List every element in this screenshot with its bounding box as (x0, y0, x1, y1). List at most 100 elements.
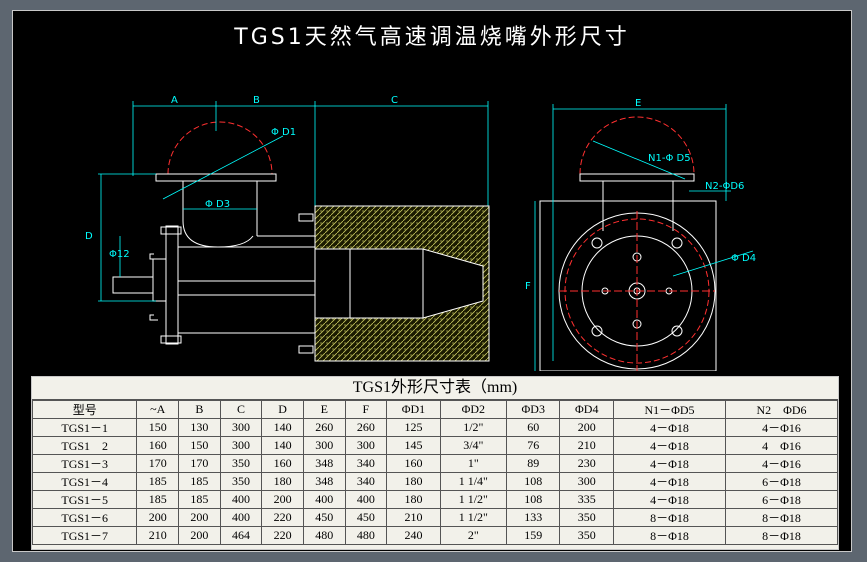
table-cell: 140 (261, 436, 304, 455)
table-cell: 350 (219, 472, 263, 491)
drawing-frame: TGS1天然气高速调温烧嘴外形尺寸 (12, 10, 852, 552)
table-cell: 200 (559, 418, 615, 437)
table-cell: 1 1/4" (439, 472, 507, 491)
table-cell: 300 (219, 436, 263, 455)
dome-arc (167, 121, 273, 175)
table-cell: 260 (344, 418, 388, 437)
table-cell: 150 (136, 418, 180, 437)
front-dome-arc (579, 116, 695, 175)
dim-n2: N2-ΦD6 (705, 181, 744, 192)
table-cell: 160 (261, 454, 304, 473)
header-n2-d6: N2 ΦD6 (724, 400, 839, 419)
table-cell: 480 (302, 526, 346, 545)
front-view-dimensions (534, 104, 754, 371)
table-cell: TGS1－3 (31, 454, 138, 473)
front-base-plate (539, 200, 717, 371)
side-view (112, 121, 316, 361)
header-f: F (344, 400, 388, 419)
table-header-row: 型号 ~A B C D E F ΦD1 ΦD2 ΦD3 ΦD4 N1－ΦD5 N… (31, 400, 839, 419)
header-d2: ΦD2 (439, 400, 507, 419)
table-cell: 340 (344, 454, 388, 473)
dim-d3: Φ D3 (205, 199, 230, 210)
header-n1-d5: N1－ΦD5 (613, 400, 726, 419)
table-cell: 200 (261, 490, 304, 509)
table-cell: 480 (344, 526, 388, 545)
table-cell: 108 (505, 472, 561, 491)
table-cell: 8－Φ18 (724, 526, 839, 545)
table-cell: 335 (559, 490, 615, 509)
table-cell: 400 (344, 490, 388, 509)
dimension-data-table: 型号 ~A B C D E F ΦD1 ΦD2 ΦD3 ΦD4 N1－ΦD5 N… (31, 400, 839, 545)
table-cell: 6－Φ18 (724, 490, 839, 509)
table-cell: 8－Φ18 (613, 508, 726, 527)
table-cell: 400 (219, 490, 263, 509)
dim-e: E (635, 98, 641, 109)
table-cell: 130 (178, 418, 221, 437)
header-e: E (302, 400, 346, 419)
table-cell: 180 (386, 472, 441, 491)
table-cell: 185 (178, 490, 221, 509)
table-cell: 200 (178, 508, 221, 527)
table-cell: 4－Φ18 (613, 490, 726, 509)
table-cell: 140 (261, 418, 304, 437)
table-cell: 350 (219, 454, 263, 473)
table-cell: 60 (505, 418, 561, 437)
table-cell: 200 (136, 508, 180, 527)
table-cell: 220 (261, 526, 304, 545)
table-cell: 350 (559, 526, 615, 545)
burner-flange (165, 225, 179, 345)
header-d4: ΦD4 (559, 400, 615, 419)
header-a: ~A (136, 400, 180, 419)
table-cell: 133 (505, 508, 561, 527)
front-view (539, 116, 717, 371)
tile-bolts (298, 213, 314, 354)
top-flange (155, 173, 277, 182)
table-cell: 8－Φ18 (724, 508, 839, 527)
table-cell: TGS1－6 (31, 508, 138, 527)
table-cell: 4－Φ16 (724, 454, 839, 473)
table-cell: 108 (505, 490, 561, 509)
table-cell: 210 (559, 436, 615, 455)
table-cell: 340 (344, 472, 388, 491)
table-cell: 185 (136, 490, 180, 509)
dimension-table: TGS1外形尺寸表（mm) 型号 ~A B C D E F ΦD1 ΦD2 ΦD… (31, 376, 839, 550)
table-cell: 185 (136, 472, 180, 491)
table-cell: TGS1－1 (31, 418, 138, 437)
table-cell: 89 (505, 454, 561, 473)
header-c: C (219, 400, 263, 419)
table-cell: 4－Φ18 (613, 436, 726, 455)
dim-d4: Φ D4 (731, 253, 756, 264)
table-caption: TGS1外形尺寸表（mm) (32, 377, 838, 400)
table-cell: 150 (178, 436, 221, 455)
table-cell: 1/2" (439, 418, 507, 437)
dim-d: D (85, 231, 93, 242)
table-cell: 4－Φ16 (724, 418, 839, 437)
dim-n1: N1-Φ D5 (648, 153, 691, 164)
dim-f: F (525, 281, 531, 292)
table-cell: 1" (439, 454, 507, 473)
table-cell: 300 (302, 436, 346, 455)
header-model: 型号 (31, 400, 138, 419)
table-cell: 348 (302, 454, 346, 473)
table-cell: 4－Φ18 (613, 472, 726, 491)
table-cell: 185 (178, 472, 221, 491)
table-cell: 400 (302, 490, 346, 509)
table-cell: 6－Φ18 (724, 472, 839, 491)
side-view-dimensions (98, 101, 489, 302)
dim-d1: Φ D1 (271, 127, 296, 138)
table-cell: 170 (178, 454, 221, 473)
table-cell: TGS1 2 (31, 436, 138, 455)
table-cell: 200 (178, 526, 221, 545)
table-cell: 4－Φ18 (613, 454, 726, 473)
table-cell: 300 (219, 418, 263, 437)
table-cell: 450 (344, 508, 388, 527)
table-cell: 4 Φ16 (724, 436, 839, 455)
dim-a: A (171, 95, 178, 106)
table-cell: 160 (386, 454, 441, 473)
table-cell: 2" (439, 526, 507, 545)
header-d3: ΦD3 (505, 400, 561, 419)
